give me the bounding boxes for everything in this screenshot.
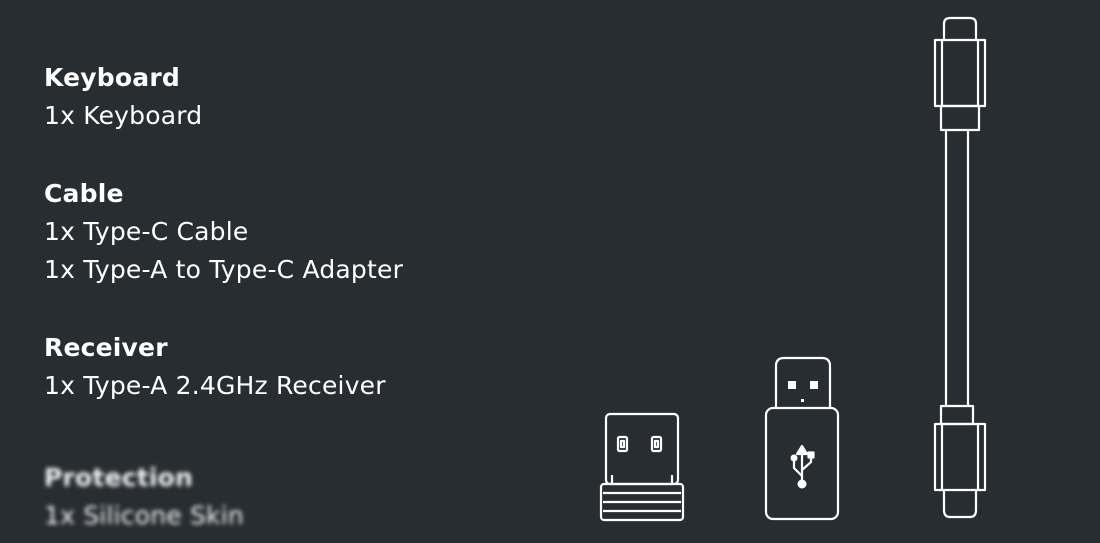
protection-item: 1x Silicone Skin <box>44 501 244 530</box>
receiver-section: Receiver 1x Type-A 2.4GHz Receiver <box>44 329 386 405</box>
receiver-item: 1x Type-A 2.4GHz Receiver <box>44 371 386 400</box>
cable-section: Cable 1x Type-C Cable 1x Type-A to Type-… <box>44 175 403 289</box>
cable-item: 1x Type-C Cable <box>44 217 249 246</box>
protection-section: Protection 1x Silicone Skin <box>44 459 244 535</box>
keyboard-heading: Keyboard <box>44 63 180 92</box>
usb-adapter-icon <box>764 356 840 521</box>
usb-receiver-icon <box>599 412 685 522</box>
keyboard-section: Keyboard 1x Keyboard <box>44 59 202 135</box>
protection-heading: Protection <box>44 463 194 492</box>
receiver-heading: Receiver <box>44 333 168 362</box>
usb-symbol-icon <box>790 444 815 489</box>
cable-heading: Cable <box>44 179 124 208</box>
keyboard-item: 1x Keyboard <box>44 101 203 130</box>
adapter-item: 1x Type-A to Type-C Adapter <box>44 255 404 284</box>
type-c-cable-icon <box>933 16 987 519</box>
